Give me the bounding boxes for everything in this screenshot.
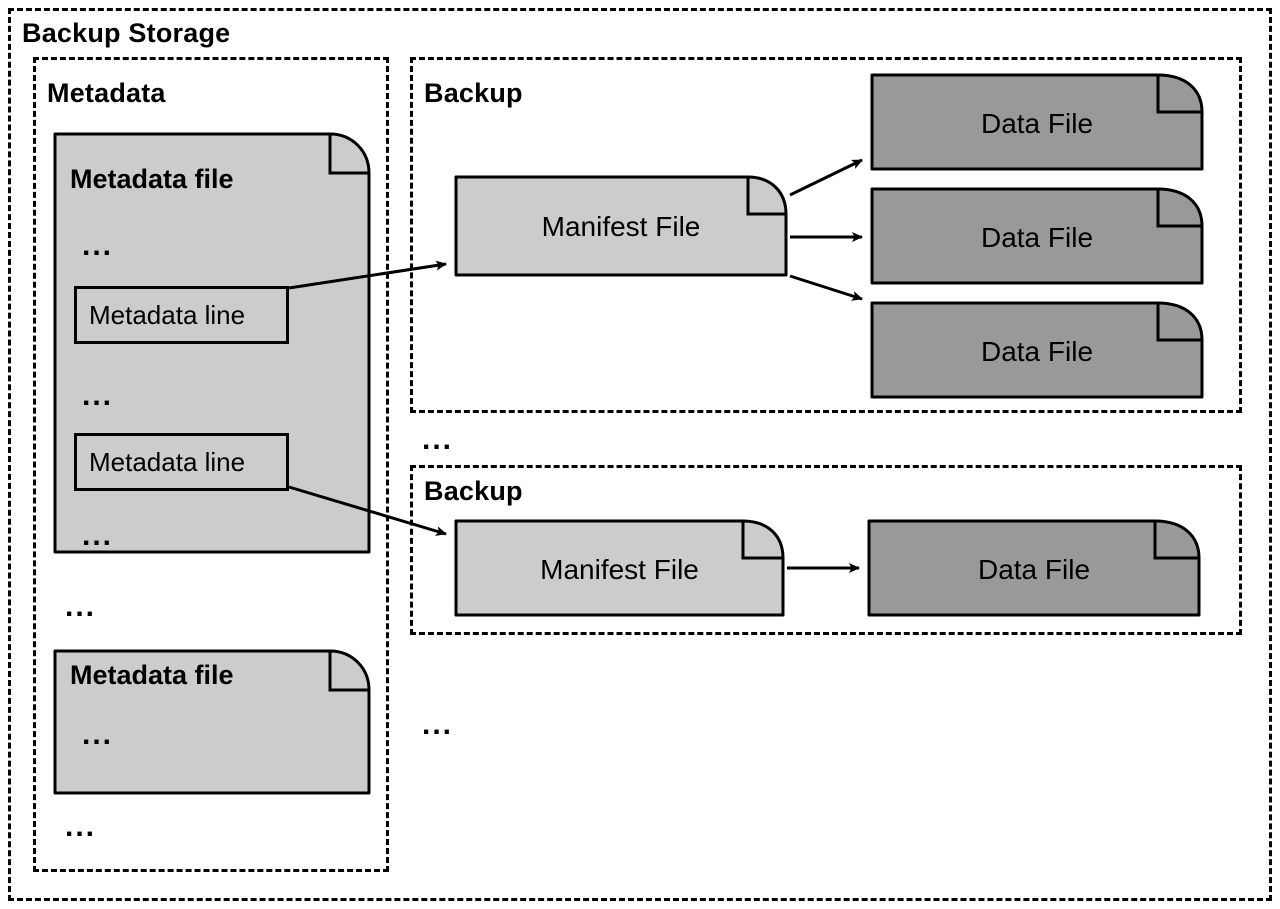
metadata-file-2-title: Metadata file [70,660,234,690]
data-file-2-1-shape [867,519,1201,617]
metadata-line-2[interactable]: Metadata line [74,433,289,491]
data-file-1-2-shape [870,187,1204,285]
group-backup-1-title: Backup [424,78,523,108]
metadata-file-1-ellipsis-top: ... [82,229,114,262]
data-file-1-3-label: Data File [980,336,1094,367]
data-file-1-1[interactable]: Data File [869,72,1205,172]
metadata-ellipsis-after-last-file: ... [65,810,97,843]
data-file-1-1-shape [870,73,1204,171]
group-backup-storage-title: Backup Storage [22,18,231,48]
manifest-file-2[interactable]: Manifest File [453,518,786,618]
metadata-ellipsis-between-files: ... [65,590,97,623]
manifest-file-1-shape [454,175,788,277]
manifest-file-1-label: Manifest File [541,211,701,242]
data-file-1-1-label: Data File [980,108,1094,139]
metadata-file-2-ellipsis: ... [82,718,114,751]
metadata-file-1[interactable]: Metadata file ... Metadata line ... Meta… [52,131,372,555]
data-file-1-3-shape [870,301,1204,399]
metadata-line-1[interactable]: Metadata line [74,286,289,344]
metadata-file-1-ellipsis-bottom: ... [82,519,114,552]
metadata-file-1-ellipsis-middle: ... [82,379,114,412]
data-file-1-3[interactable]: Data File [869,300,1205,400]
group-backup-2 [410,465,1242,635]
manifest-file-2-shape [454,519,785,617]
data-file-1-2-label: Data File [980,222,1094,253]
data-file-1-2[interactable]: Data File [869,186,1205,286]
metadata-line-2-label: Metadata line [89,446,246,477]
backup-ellipsis-after-last-backup: ... [422,708,454,741]
metadata-file-2-shape [53,649,371,795]
group-backup-2-title: Backup [424,476,523,506]
data-file-2-1-label: Data File [977,554,1091,585]
metadata-line-1-label: Metadata line [89,299,246,330]
manifest-file-1[interactable]: Manifest File [453,174,789,278]
group-backup-1 [410,57,1242,413]
metadata-file-2[interactable]: Metadata file ... [52,648,372,796]
group-backup-storage [8,8,1272,901]
group-metadata-title: Metadata [47,78,166,108]
metadata-file-1-title: Metadata file [70,164,234,194]
data-file-2-1[interactable]: Data File [866,518,1202,618]
backup-ellipsis-between-backups: ... [422,423,454,456]
manifest-file-2-label: Manifest File [540,554,699,585]
group-metadata [33,57,389,872]
